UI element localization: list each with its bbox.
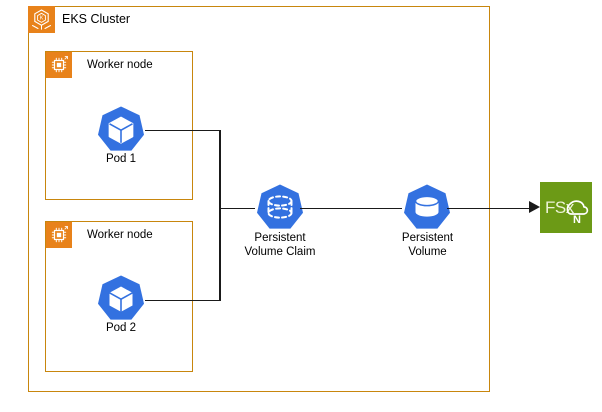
eks-cluster-label: EKS Cluster bbox=[62, 12, 131, 26]
worker-node-container-1 bbox=[45, 51, 193, 200]
persistent-volume-claim-label: Persistent Volume Claim bbox=[244, 232, 316, 258]
connector-claim-to-volume bbox=[300, 207, 402, 210]
connector-pod2-to-claim bbox=[145, 299, 221, 302]
amazon-fsx-icon: FSx N bbox=[540, 182, 592, 233]
connector-pod1-to-claim bbox=[145, 129, 221, 132]
connector-vertical-bus bbox=[219, 129, 221, 301]
eks-cluster-icon: K bbox=[28, 6, 55, 33]
eks-cluster-container bbox=[28, 6, 490, 392]
worker-node-label-1: Worker node bbox=[87, 59, 153, 71]
svg-text:K: K bbox=[40, 16, 44, 22]
worker-node-container-2 bbox=[45, 221, 193, 372]
connector-bus-to-claim bbox=[219, 207, 255, 210]
svg-text:N: N bbox=[573, 214, 581, 226]
pod-label-2: Pod 2 bbox=[105, 322, 137, 334]
worker-node-icon bbox=[46, 222, 72, 248]
worker-node-label-2: Worker node bbox=[87, 229, 153, 241]
pod-label-1: Pod 1 bbox=[105, 153, 137, 165]
persistent-volume-label: Persistent Volume bbox=[401, 232, 454, 258]
arrowhead-to-fsx bbox=[529, 201, 540, 213]
kubernetes-pod-icon bbox=[94, 103, 148, 157]
kubernetes-pod-icon bbox=[94, 272, 148, 326]
worker-node-icon bbox=[46, 52, 72, 78]
persistent-volume-icon bbox=[400, 181, 454, 235]
persistent-volume-claim-icon bbox=[253, 181, 307, 235]
connector-volume-to-fsx bbox=[447, 207, 533, 210]
